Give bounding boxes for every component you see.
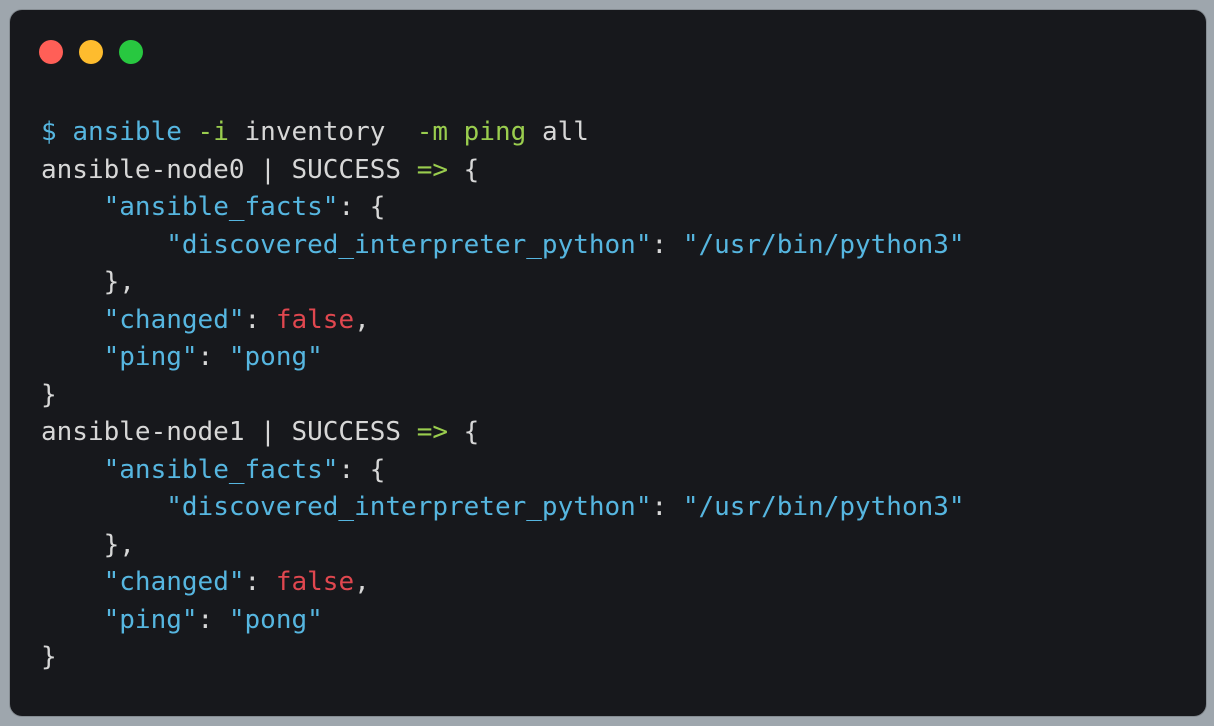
terminal-token-plain: ansible-node0 | SUCCESS <box>41 154 417 185</box>
terminal-token-plain <box>41 192 104 222</box>
terminal-line: "ansible_facts": { <box>41 452 965 490</box>
terminal-token-plain: : <box>197 342 229 372</box>
close-window-button[interactable] <box>39 40 63 64</box>
terminal-token-arrow: => <box>416 154 448 185</box>
maximize-window-button[interactable] <box>119 40 143 64</box>
window-titlebar <box>10 10 1206 90</box>
terminal-line: "changed": false, <box>41 302 965 340</box>
terminal-line: } <box>41 639 965 677</box>
terminal-token-flag: -i <box>197 117 229 147</box>
terminal-token-flag: -m <box>416 117 449 147</box>
terminal-token-str: "pong" <box>228 342 323 372</box>
terminal-line: ansible-node0 | SUCCESS => { <box>41 152 965 190</box>
terminal-token-plain: all <box>526 117 589 147</box>
terminal-line: "ansible_facts": { <box>41 189 965 227</box>
terminal-token-plain: : { <box>338 192 386 222</box>
terminal-line: $ ansible -i inventory -m ping all <box>41 114 965 152</box>
terminal-token-plain: : <box>651 229 683 260</box>
terminal-token-str: "/usr/bin/python3" <box>682 229 965 260</box>
terminal-token-plain: : <box>244 567 276 597</box>
terminal-token-plain: , <box>354 304 370 335</box>
terminal-token-cmd: ansible <box>72 117 182 147</box>
terminal-token-key: "ping" <box>103 342 198 372</box>
terminal-token-arrow: => <box>416 417 448 447</box>
terminal-token-plain: }, <box>41 267 135 297</box>
minimize-window-button[interactable] <box>79 40 103 64</box>
terminal-line: "discovered_interpreter_python": "/usr/b… <box>41 227 965 265</box>
terminal-token-plain: { <box>448 417 480 447</box>
terminal-token-bool: false <box>275 567 355 597</box>
terminal-line: "ping": "pong" <box>41 339 965 377</box>
terminal-token-key: "discovered_interpreter_python" <box>166 492 652 522</box>
terminal-token-prompt: $ <box>41 117 73 147</box>
terminal-line: } <box>41 377 965 415</box>
terminal-token-plain: inventory <box>228 117 417 147</box>
terminal-token-plain <box>182 117 198 147</box>
terminal-token-plain: : <box>197 604 229 635</box>
terminal-token-plain: : <box>244 304 276 335</box>
terminal-token-key: "ping" <box>103 604 198 635</box>
terminal-token-plain <box>41 342 104 372</box>
terminal-line: "changed": false, <box>41 564 965 602</box>
terminal-token-plain: ansible-node1 | SUCCESS <box>41 417 417 447</box>
terminal-token-plain: , <box>354 567 370 597</box>
terminal-token-key: "changed" <box>103 304 245 335</box>
terminal-token-plain: : { <box>338 454 386 485</box>
terminal-token-key: "discovered_interpreter_python" <box>166 229 652 260</box>
terminal-token-plain <box>41 567 104 597</box>
terminal-token-plain <box>448 117 464 147</box>
terminal-token-bool: false <box>275 304 355 335</box>
terminal-token-key: "ansible_facts" <box>103 454 339 485</box>
terminal-token-plain: : <box>651 492 683 522</box>
terminal-token-plain: { <box>448 154 480 185</box>
terminal-token-plain <box>41 605 104 635</box>
terminal-token-plain <box>41 492 166 522</box>
terminal-line: }, <box>41 264 965 302</box>
terminal-line: ansible-node1 | SUCCESS => { <box>41 414 965 452</box>
terminal-token-str: "/usr/bin/python3" <box>682 492 965 522</box>
terminal-token-str: "pong" <box>228 604 323 635</box>
terminal-token-plain <box>41 305 104 335</box>
terminal-line: "ping": "pong" <box>41 602 965 640</box>
terminal-token-plain <box>41 230 166 260</box>
terminal-token-mod: ping <box>463 117 527 147</box>
terminal-token-plain: } <box>41 379 57 410</box>
terminal-line: }, <box>41 527 965 565</box>
terminal-line: "discovered_interpreter_python": "/usr/b… <box>41 489 965 527</box>
terminal-token-plain: } <box>41 642 57 672</box>
terminal-token-plain: }, <box>41 529 135 560</box>
terminal-token-plain <box>41 455 104 485</box>
terminal-token-key: "changed" <box>103 567 245 597</box>
terminal-token-key: "ansible_facts" <box>103 192 339 222</box>
